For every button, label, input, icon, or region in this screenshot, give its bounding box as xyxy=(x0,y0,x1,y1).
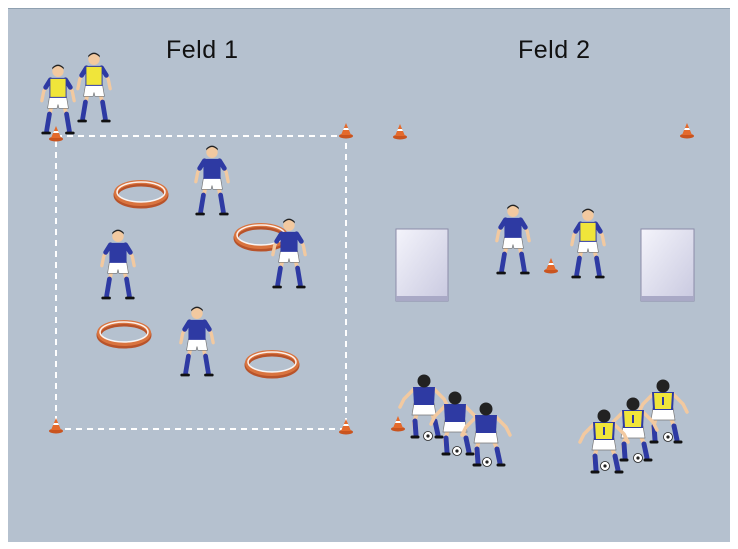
ring-icon xyxy=(116,182,166,206)
player-icon xyxy=(497,205,529,273)
cone-icon xyxy=(339,123,353,139)
cone-icon xyxy=(49,418,63,434)
player-icon xyxy=(78,53,110,121)
player-icon xyxy=(609,398,657,461)
player-icon xyxy=(42,65,74,133)
field-1-boundary xyxy=(56,136,346,429)
cone-icon xyxy=(339,419,353,435)
player-icon xyxy=(639,380,687,443)
player-icon xyxy=(181,307,213,375)
ball-icon xyxy=(634,454,643,463)
ball-icon xyxy=(453,447,462,456)
cone-icon xyxy=(49,126,63,142)
player-icon xyxy=(102,230,134,298)
cone-icon xyxy=(544,258,558,274)
mini-goal-icon xyxy=(396,229,448,301)
ball-icon xyxy=(424,432,433,441)
mini-goal-icon xyxy=(641,229,694,301)
player-icon xyxy=(400,375,448,438)
ring-icon xyxy=(247,352,297,376)
ball-icon xyxy=(483,458,492,467)
ball-icon xyxy=(601,462,610,471)
ball-icon xyxy=(664,433,673,442)
player-icon xyxy=(572,209,604,277)
cone-icon xyxy=(393,124,407,140)
cone-icon xyxy=(391,416,405,432)
ring-icon xyxy=(99,322,149,346)
player-icon xyxy=(196,146,228,214)
cone-icon xyxy=(680,123,694,139)
